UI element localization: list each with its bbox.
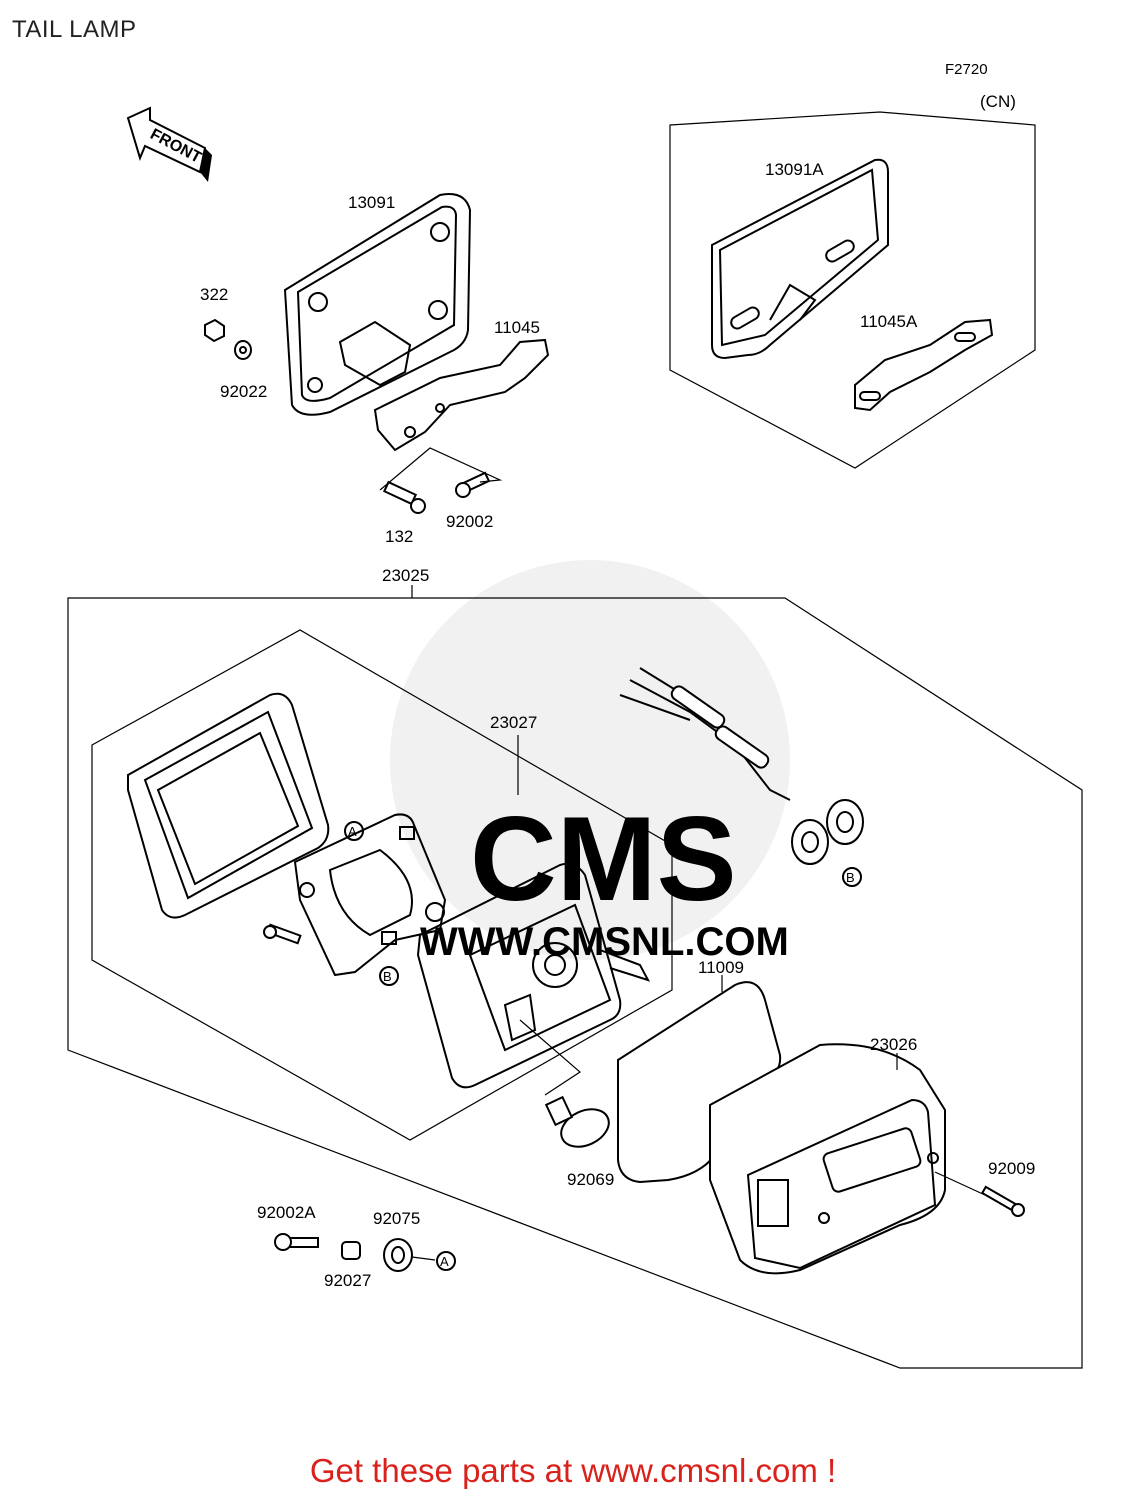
front-arrow-icon: FRONT [126,106,212,182]
callout-92009: 92009 [988,1159,1035,1178]
nut-322 [204,318,225,343]
bracket-11045A [854,318,994,412]
callout-23026: 23026 [870,1035,917,1054]
callout-11045A: 11045A [860,312,918,331]
collar-92027 [341,1241,361,1260]
callout-13091A: 13091A [765,160,824,179]
grommet-92075 [383,1238,413,1272]
callout-92022: 92022 [220,382,267,401]
bolt-92002 [455,471,491,498]
tail-lens [709,1043,946,1275]
ref-a-top-label: A [348,824,357,839]
page-title: TAIL LAMP [12,16,137,43]
callout-23025: 23025 [382,566,429,585]
ref-a-leader [411,1256,436,1261]
tail-lamp-body-box [91,629,673,1141]
bolt-leader-lines [379,447,503,491]
screw-92009 [980,1185,1025,1217]
bulb-leader [519,1019,581,1096]
screw-icon [263,923,302,945]
callouts: 13091 322 92022 11045 132 92002 13091A 1… [200,160,1035,1290]
callout-92075: 92075 [373,1209,420,1228]
tail-lamp-assembly-box [67,597,1083,1369]
footer-link[interactable]: Get these parts at www.cmsnl.com ! [309,1452,837,1489]
cn-variant-box [669,111,1036,469]
ref-b-right-label: B [846,870,855,885]
callout-11009: 11009 [698,958,744,977]
ref-a-marker-top: A [344,821,364,841]
ref-b-marker-left: B [379,966,399,986]
lamp-housing [416,862,651,1089]
ref-a-bottom-label: A [440,1254,449,1269]
wiring-harness [619,667,864,865]
ref-b-marker-right: B [842,867,862,887]
bracket-11045 [373,338,550,452]
license-plate-bracket [283,193,472,416]
callout-11045: 11045 [494,318,540,337]
figure-code: F2720 [945,61,988,78]
mounting-plate [293,813,447,977]
variant-label: (CN) [980,92,1016,111]
callout-92027: 92027 [324,1271,371,1290]
callout-322: 322 [200,285,228,304]
license-plate-bracket-cn [711,158,889,360]
leader-92009 [934,1171,986,1196]
callout-132: 132 [385,527,413,546]
ref-a-marker-bottom: A [436,1251,456,1271]
callout-13091: 13091 [348,193,395,212]
parts-diagram: CMS WWW.CMSNL.COM FRONT F2720 (CN) [67,61,1083,1369]
callout-23027: 23027 [490,713,537,732]
watermark-logo-text: CMS [470,792,737,926]
ref-b-left-label: B [383,969,392,984]
bulb-icon [544,1095,610,1148]
watermark: CMS WWW.CMSNL.COM [390,560,790,964]
callout-92002A: 92002A [257,1203,316,1222]
bolt-92002A [274,1233,319,1251]
callout-92002: 92002 [446,512,493,531]
washer-92022 [234,340,252,360]
lens-frame [127,692,330,919]
callout-92069: 92069 [567,1170,614,1189]
bolt-132 [382,480,426,514]
